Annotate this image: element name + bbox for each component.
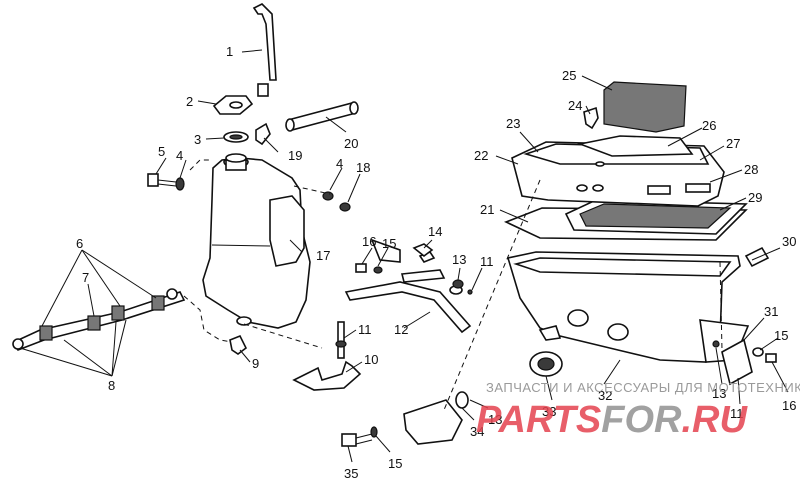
callout-31: 31 (764, 304, 778, 319)
callout-10: 10 (364, 352, 378, 367)
callout-26: 26 (702, 118, 716, 133)
nut-13-left (452, 279, 464, 289)
callout-13a: 13 (452, 252, 466, 267)
callout-2: 2 (186, 94, 193, 109)
callout-21: 21 (480, 202, 494, 217)
tank-cap (212, 95, 254, 163)
callout-30: 30 (782, 234, 796, 249)
align-line-right (719, 261, 723, 351)
align-line-tank (189, 159, 212, 171)
callout-27: 27 (726, 136, 740, 151)
nut-18 (339, 202, 351, 212)
mount-bracket-10 (292, 321, 362, 391)
filter-element (603, 81, 687, 133)
watermark-logo-tld: .RU (682, 399, 749, 441)
fuel-tank (202, 156, 311, 329)
align-line-18 (293, 185, 331, 195)
vent-connector (744, 246, 781, 268)
callout-12: 12 (394, 322, 408, 337)
callout-15c: 15 (774, 328, 788, 343)
watermark-logo: PARTSFOR.RU (476, 399, 749, 441)
watermark-caption: ЗАПЧАСТИ И АКСЕССУАРЫ ДЛЯ МОТОТЕХНИКИ (486, 380, 800, 395)
callout-5: 5 (158, 144, 165, 159)
airbox-cover (511, 135, 725, 207)
callout-25: 25 (562, 68, 576, 83)
callout-24: 24 (568, 98, 582, 113)
callout-17: 17 (316, 248, 330, 263)
watermark: ЗАПЧАСТИ И АКСЕССУАРЫ ДЛЯ МОТОТЕХНИКИ PA… (476, 380, 800, 441)
callout-11a: 11 (358, 322, 372, 337)
watermark-logo-main: PARTS (476, 399, 601, 441)
callout-3: 3 (194, 132, 201, 147)
callout-11b: 11 (480, 254, 494, 269)
airbox-base (506, 251, 750, 363)
side-bracket-31 (712, 338, 777, 386)
washer-4-left (175, 177, 185, 191)
callout-11c: 11 (730, 406, 744, 421)
callout-9: 9 (252, 356, 259, 371)
align-line-cover (443, 179, 541, 411)
callout-20: 20 (344, 136, 358, 151)
callout-1: 1 (226, 44, 233, 59)
callout-7: 7 (82, 270, 89, 285)
callout-23: 23 (506, 116, 520, 131)
callout-33: 33 (542, 404, 556, 419)
callout-14: 14 (428, 224, 442, 239)
callout-13c: 13 (712, 386, 726, 401)
callout-4b: 4 (336, 156, 343, 171)
lower-mount (341, 391, 469, 447)
callout-6: 6 (76, 236, 83, 251)
callout-13b: 13 (488, 412, 502, 427)
callout-15a: 15 (382, 236, 396, 251)
callout-29: 29 (748, 190, 762, 205)
callout-35: 35 (344, 466, 358, 480)
callout-labels: 1 2 3 4 4 5 6 7 8 9 10 11 11 11 12 13 13… (76, 44, 796, 480)
watermark-logo-mid: FOR (601, 399, 682, 441)
washer-4-right (322, 191, 334, 201)
callout-16b: 16 (782, 398, 796, 413)
clip-14 (412, 243, 434, 258)
dipstick (252, 3, 277, 97)
leader-lines (19, 49, 789, 463)
breather-hose (285, 101, 359, 132)
callout-34: 34 (470, 424, 484, 439)
callout-16a: 16 (362, 234, 376, 249)
callout-19: 19 (288, 148, 302, 163)
breather-fitting (255, 122, 271, 146)
callout-18: 18 (356, 160, 370, 175)
callout-22: 22 (474, 148, 488, 163)
callout-15b: 15 (388, 456, 402, 471)
air-filter (564, 199, 748, 235)
callout-8: 8 (108, 378, 115, 393)
callout-28: 28 (744, 162, 758, 177)
callout-32: 32 (598, 388, 612, 403)
drain-fitting (229, 323, 323, 355)
callout-4a: 4 (176, 148, 183, 163)
bolt-5 (147, 173, 177, 187)
airbox-grommet (529, 351, 563, 377)
cover-fastener (583, 106, 599, 130)
fuel-line (12, 288, 233, 352)
